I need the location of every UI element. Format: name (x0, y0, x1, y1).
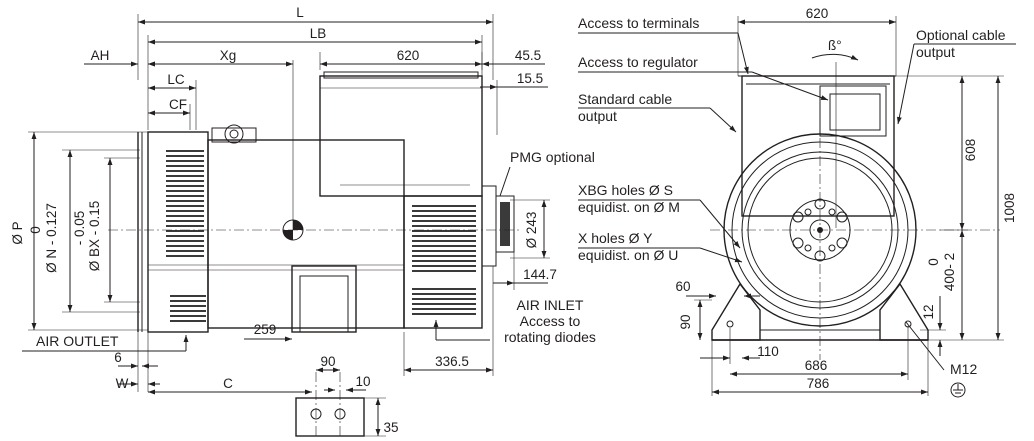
dim-15-5: 15.5 (517, 71, 543, 86)
label-xbg-equidist: equidist. on Ø M (578, 199, 680, 215)
label-m12: M12 (950, 361, 977, 377)
dim-beta: ß° (828, 38, 842, 53)
ground-icon (950, 382, 966, 398)
dim-60: 60 (675, 279, 690, 294)
label-optional-cable: Optional cable (916, 27, 1006, 43)
bolt-holes (792, 198, 848, 262)
dim-786: 786 (807, 376, 830, 391)
dim-BX: Ø BX - 0.15 (87, 201, 102, 272)
dim-110: 110 (757, 344, 779, 359)
dim-10: 10 (355, 374, 370, 389)
dim-L: L (296, 5, 304, 20)
label-rotating-diodes: rotating diodes (504, 329, 596, 345)
dim-C: C (223, 376, 233, 391)
dim-144-7: 144.7 (523, 267, 557, 282)
dim-W: W (116, 376, 129, 391)
label-access-to: Access to (520, 313, 581, 329)
dim-336-5: 336.5 (435, 354, 469, 369)
foot-detail (295, 397, 365, 437)
dim-6: 6 (114, 350, 122, 365)
dim-35: 35 (383, 420, 398, 435)
front-foot-right (879, 282, 929, 341)
side-grill-top (166, 150, 204, 257)
dim-90-front: 90 (678, 314, 693, 329)
dim-N: Ø N - 0.127 (44, 203, 59, 273)
side-grill-bottom (170, 295, 206, 322)
dim-620-front: 620 (806, 6, 829, 21)
label-air-outlet: AIR OUTLET (36, 333, 119, 349)
label-pmg-optional: PMG optional (510, 149, 595, 165)
side-view: L LB Xg 620 AH 45.5 15.5 LC CF (10, 5, 596, 438)
dim-12: 12 (921, 304, 936, 319)
dim-AH: AH (91, 48, 110, 63)
inlet-grill-top (412, 205, 476, 272)
dim-CF: CF (169, 97, 187, 112)
label-access-terminals: Access to terminals (578, 15, 699, 31)
label-x-holes: X holes Ø Y (578, 230, 653, 246)
label-optional-cable-output: output (916, 44, 955, 60)
dim-608: 608 (963, 139, 978, 162)
dim-BX-upper: - 0.05 (72, 211, 87, 246)
label-access-regulator: Access to regulator (578, 54, 698, 70)
dim-LC: LC (167, 72, 185, 87)
dim-686: 686 (805, 358, 828, 373)
inlet-grill-bottom (412, 288, 476, 315)
dim-LB: LB (310, 26, 327, 41)
dim-400: 400- 2 (942, 253, 957, 291)
dim-620-side: 620 (397, 48, 420, 63)
dim-259: 259 (254, 322, 277, 337)
front-foot-left (711, 282, 761, 341)
label-air-inlet: AIR INLET (517, 297, 584, 313)
label-standard-cable-output: output (578, 108, 617, 124)
terminal-box (319, 75, 483, 197)
label-x-equidist: equidist. on Ø U (578, 247, 678, 263)
dim-243: Ø 243 (524, 212, 539, 249)
dim-90-side: 90 (320, 354, 335, 369)
dim-N-upper: 0 (28, 226, 43, 234)
stator-frame (207, 139, 405, 329)
front-terminal-box (741, 75, 895, 217)
dim-P: Ø P (10, 221, 25, 244)
dim-45-5: 45.5 (515, 48, 541, 63)
label-xbg-holes: XBG holes Ø S (578, 182, 673, 198)
pmg-housing (481, 185, 497, 267)
dim-400-upper: 0 (926, 258, 941, 266)
label-standard-cable: Standard cable (578, 91, 672, 107)
dim-Xg: Xg (220, 48, 237, 63)
front-view: 620 ß° (578, 6, 1017, 398)
dim-1008: 1008 (1002, 193, 1017, 223)
